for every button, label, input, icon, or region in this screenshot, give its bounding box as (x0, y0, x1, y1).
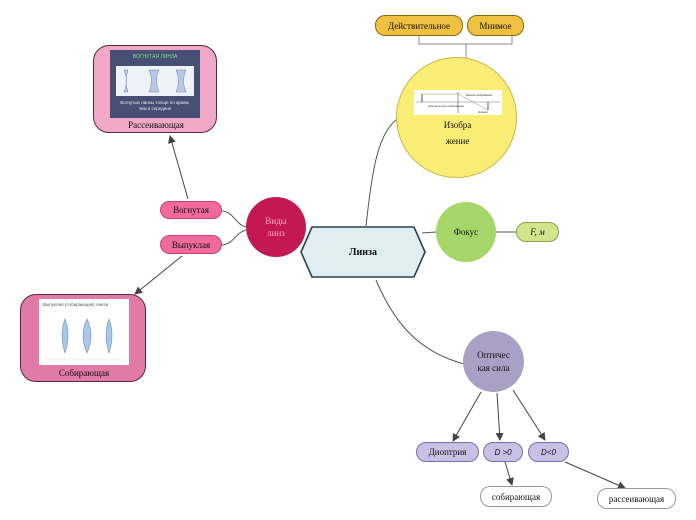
diverging-card[interactable]: ВОГНУТАЯ ЛИНЗА Вогнутые линзы толще по к… (93, 45, 217, 133)
diopter-pill[interactable]: Диоптрия (416, 442, 479, 462)
diverging-result-pill[interactable]: рассеивающая (597, 488, 676, 509)
concave-pill[interactable]: Вогнутая (160, 201, 222, 219)
image-label-2: жение (445, 136, 470, 146)
focus-label: Фокус (453, 227, 479, 237)
image-label-1: Изобра (443, 120, 472, 130)
real-image-pill[interactable]: Действительное (375, 15, 463, 36)
image-diagram-text-1: Мнимое изображение (466, 93, 493, 97)
link-kinds-concave (221, 210, 247, 228)
diverging-caption: Рассеивающая (128, 120, 184, 130)
lens-kinds-node[interactable]: Виды линз (246, 197, 306, 257)
bracket-image-types (418, 36, 513, 58)
link-center-focus (421, 231, 437, 234)
diopter-label: Диоптрия (428, 447, 467, 457)
diverging-thumbnail: ВОГНУТАЯ ЛИНЗА Вогнутые линзы толще по к… (110, 50, 200, 118)
converging-result-pill[interactable]: собирающая (480, 486, 552, 507)
link-kinds-convex (221, 229, 247, 246)
arrow-convex-card (134, 255, 183, 295)
virtual-image-label: Мнимое (479, 20, 512, 31)
d-positive-pill[interactable]: D >0 (483, 442, 523, 462)
arrow-dneg-diverging (564, 461, 626, 489)
arrow-power-dneg (512, 389, 546, 441)
diverging-thumb-caption: Вогнутые линзы толще по краям, чем в сер… (120, 100, 190, 111)
image-diagram-text-3: предмет (478, 111, 489, 114)
lens-kinds-label-1: Виды (265, 216, 287, 226)
d-negative-label: D<0 (541, 447, 556, 457)
optical-power-node[interactable]: Оптичес кая сила (463, 331, 524, 392)
link-center-power (375, 279, 465, 365)
convex-label: Выпуклая (171, 239, 211, 250)
link-center-image (365, 116, 401, 227)
concave-label: Вогнутая (173, 205, 209, 215)
converging-result-label: собирающая (491, 491, 541, 502)
real-image-label: Действительное (388, 20, 450, 31)
arrow-concave-card (168, 135, 189, 200)
diverging-thumb-title: ВОГНУТАЯ ЛИНЗА (132, 54, 178, 60)
converging-thumb-title: Выпуклая (собирающая) линза (43, 302, 109, 307)
focus-unit-pill[interactable]: F, м (516, 222, 559, 242)
focus-unit-label: F, м (530, 227, 545, 237)
convex-pill[interactable]: Выпуклая (160, 235, 222, 254)
arrow-power-diopter (452, 391, 482, 442)
arrow-power-dpos (495, 392, 504, 441)
central-label: Линза (349, 247, 377, 258)
lens-kinds-label-2: линз (267, 228, 285, 238)
d-negative-pill[interactable]: D<0 (528, 442, 569, 462)
d-positive-label: D >0 (494, 447, 512, 457)
focus-node[interactable]: Фокус (436, 202, 496, 262)
concave-lens-icon (116, 66, 194, 96)
virtual-image-pill[interactable]: Мнимое (467, 15, 524, 36)
central-node[interactable]: Линза (300, 226, 426, 278)
lens-image-diagram-icon: Мнимое изображение действительное изобра… (414, 90, 502, 115)
optical-power-label-1: Оптичес (477, 349, 510, 360)
arrow-dpos-converging (504, 461, 514, 486)
optical-power-label-2: кая сила (477, 362, 510, 373)
converging-thumbnail: Выпуклая (собирающая) линза (39, 299, 129, 365)
converging-card[interactable]: Выпуклая (собирающая) линза Собирающая (20, 294, 146, 382)
image-node[interactable]: Мнимое изображение действительное изобра… (396, 57, 517, 178)
image-diagram-text-2: действительное изображение (428, 104, 465, 108)
converging-caption: Собирающая (58, 368, 110, 378)
diverging-result-label: рассеивающая (608, 493, 665, 504)
convex-lens-icon (45, 318, 123, 360)
